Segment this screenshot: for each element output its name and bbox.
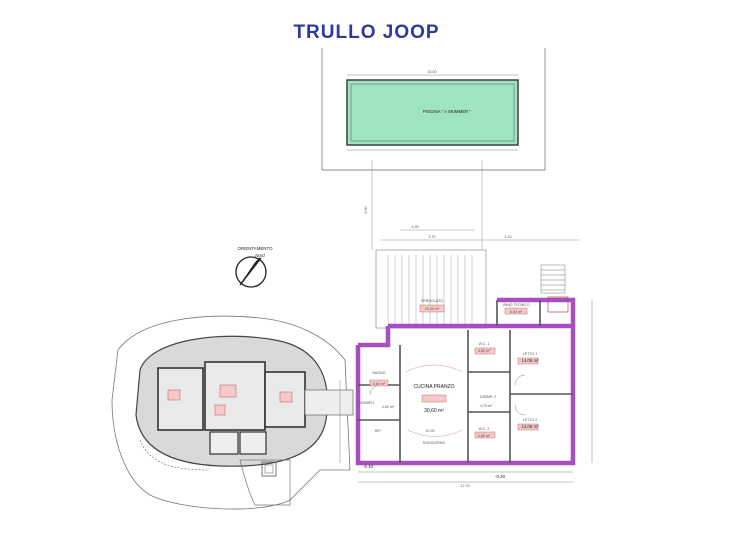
room-soggiorno-name: SOGGIORNO [423, 441, 446, 445]
terrain-outline [111, 315, 351, 510]
room-cucina-name: CUCINA PRANZO [413, 384, 454, 390]
room-cucina-area: 30,60 m² [424, 408, 444, 414]
room-disimp1-area: 4,62 m² [382, 405, 395, 409]
house-walls [355, 297, 576, 466]
room-bagno-area: 5,80 m² [373, 382, 386, 386]
swimming-pool [346, 79, 519, 146]
north-arrow [235, 256, 267, 288]
external-stairs [540, 264, 566, 294]
room-vano-name: VANO TECNICO [502, 303, 529, 307]
room-vano-area: 6,93 m² [510, 310, 523, 314]
room-letto1-name: LETTO 1 [523, 352, 538, 356]
room-bagno-name: BAGNO [373, 371, 386, 375]
pool-width-dim: 10.00 [428, 70, 437, 74]
room-disimp1-name: DISIMP.1 [360, 401, 375, 405]
room-letto2-name: LETTO 2 [523, 418, 538, 422]
elevation-left: -0.10 [363, 464, 374, 469]
room-wc2-area: 4,80 m² [478, 434, 491, 438]
north-title: ORIENTAMENTO [238, 246, 274, 251]
room-letto1-area: 14,06 m² [521, 358, 539, 363]
room-wc1-name: W.C. 1 [479, 342, 490, 346]
room-pergolato-name: PERGOLATO [421, 299, 443, 303]
room-disimp2-area: 4,75 m² [480, 404, 493, 408]
pool-label: PISCINA " A SKIMMER " [423, 109, 472, 114]
elevation-center: ±0.00 [426, 429, 435, 433]
room-wc2-name: W.C. 2 [479, 427, 490, 431]
dim-side: 8.90 [364, 207, 368, 214]
dim-top-a: 4.90 [412, 225, 419, 229]
room-rip-name: RIP. [375, 429, 382, 433]
dim-top-c: 4.10 [505, 235, 512, 239]
room-letto2-area: 14,06 m² [521, 424, 539, 429]
dim-top-b: 3.70 [429, 235, 436, 239]
room-wc1-area: 4,80 m² [478, 349, 491, 353]
dim-total-width: 12.75 [461, 484, 470, 488]
pergola-slats [387, 255, 473, 325]
room-pergolato-area: 20,00 m² [425, 307, 440, 311]
room-disimp2-name: DISIMP. 2 [480, 395, 496, 399]
north-label: Nord [255, 253, 265, 258]
elevation-bottom: -0.20 [495, 474, 506, 479]
drawing-title: TRULLO JOOP [293, 22, 440, 43]
